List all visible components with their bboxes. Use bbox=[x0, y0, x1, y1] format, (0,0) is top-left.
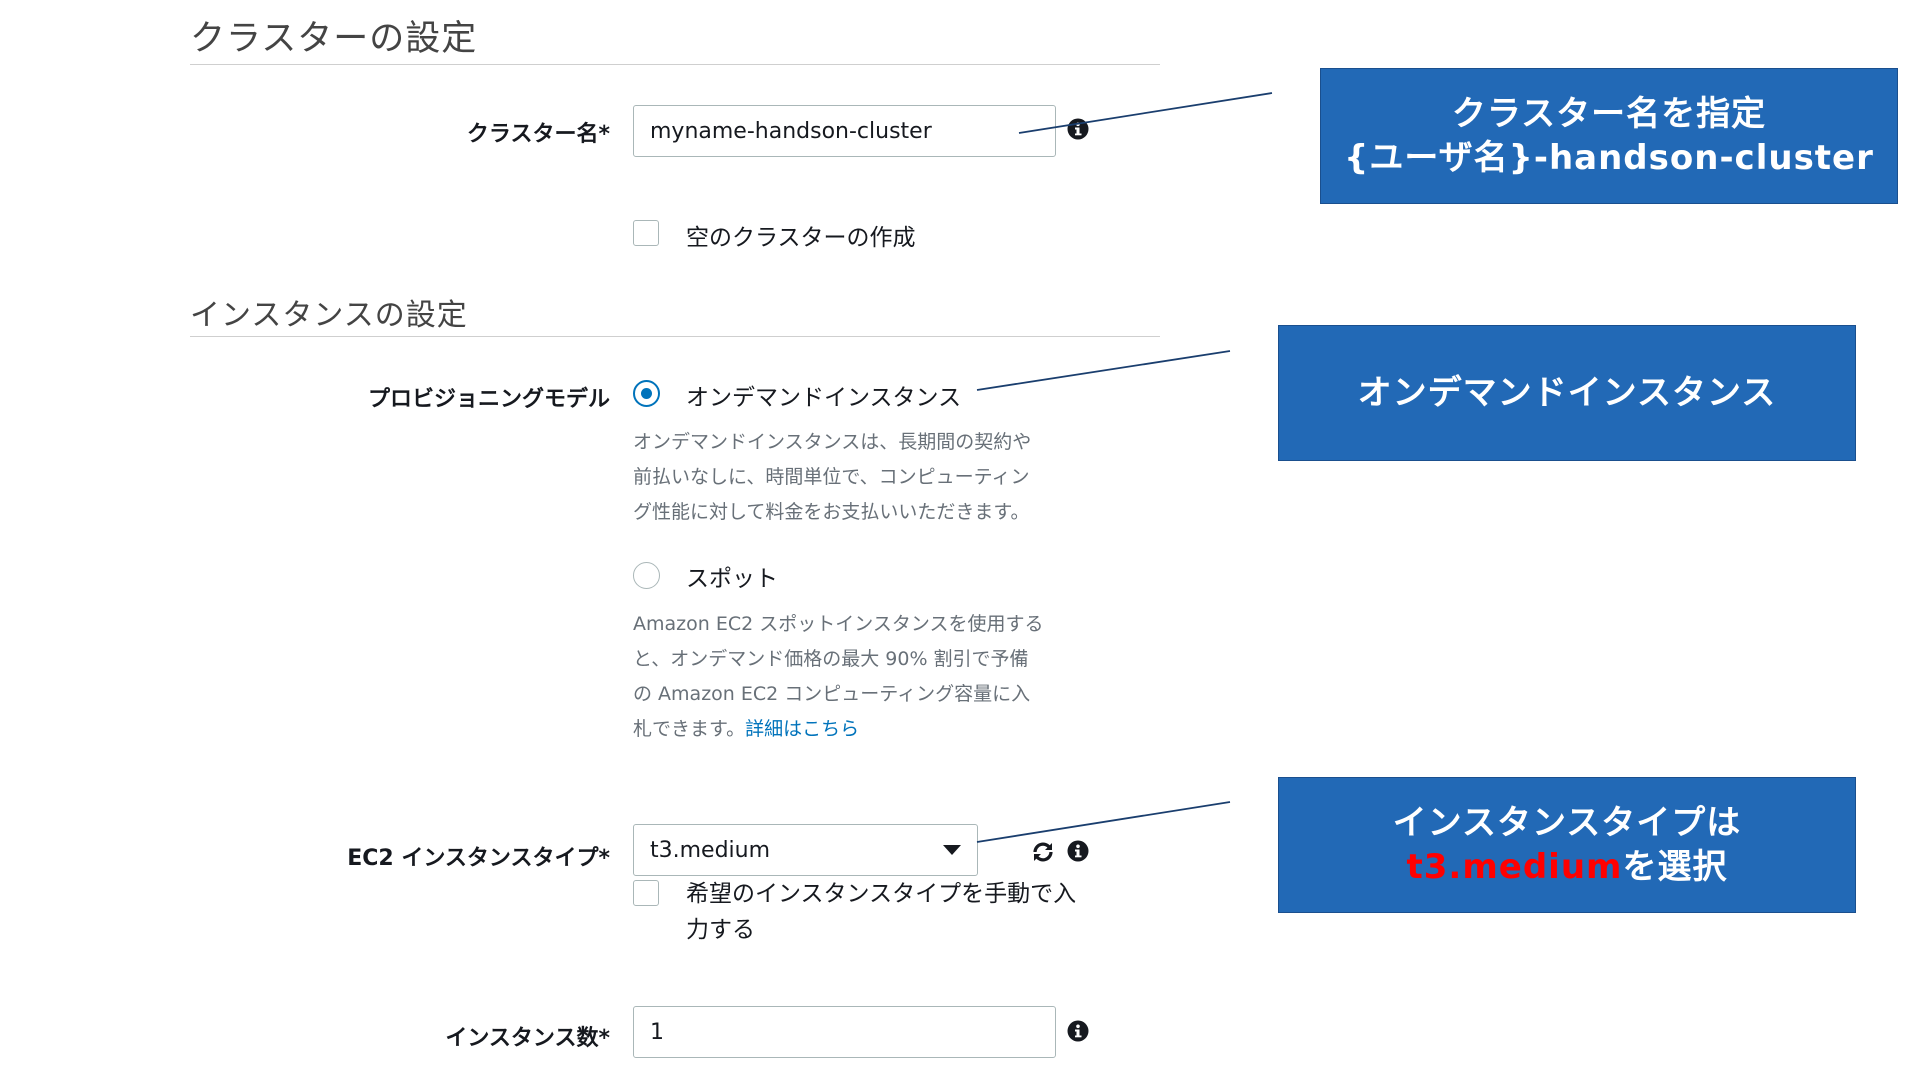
ondemand-description: オンデマンドインスタンスは、長期間の契約や 前払いなしに、時間単位で、コンピュー… bbox=[633, 431, 1032, 523]
cluster-name-input[interactable]: myname-handson-cluster bbox=[633, 105, 1056, 157]
instance-type-info-icon[interactable] bbox=[1067, 840, 1089, 866]
cluster-settings-title: クラスターの設定 bbox=[190, 19, 478, 59]
callout-ondemand: オンデマンドインスタンス bbox=[1278, 325, 1856, 461]
learn-more-link[interactable]: 詳細はこちら bbox=[745, 718, 860, 740]
ondemand-label: オンデマンドインスタンス bbox=[686, 385, 962, 411]
instance-type-value: t3.medium bbox=[650, 837, 771, 863]
callout-cluster-name: クラスター名を指定 {ユーザ名}-handson-cluster bbox=[1320, 68, 1898, 204]
section-divider bbox=[190, 336, 1160, 337]
instance-type-select[interactable]: t3.medium bbox=[633, 824, 978, 876]
empty-cluster-label: 空のクラスターの作成 bbox=[686, 225, 916, 251]
spot-label: スポット bbox=[686, 566, 778, 592]
spot-radio[interactable] bbox=[633, 562, 660, 589]
callout-instance-type: インスタンスタイプは t3.mediumを選択 bbox=[1278, 777, 1856, 913]
cluster-name-label: クラスター名* bbox=[466, 122, 610, 147]
dropdown-arrow-icon bbox=[943, 844, 961, 855]
instance-count-input[interactable]: 1 bbox=[633, 1006, 1056, 1058]
provisioning-model-label: プロビジョニングモデル bbox=[367, 387, 610, 412]
manual-instance-type-checkbox[interactable] bbox=[633, 880, 659, 906]
refresh-icon[interactable] bbox=[1031, 840, 1055, 868]
ondemand-radio[interactable] bbox=[633, 380, 660, 407]
instance-count-info-icon[interactable] bbox=[1067, 1020, 1089, 1046]
instance-count-label: インスタンス数* bbox=[445, 1026, 610, 1051]
spot-description: Amazon EC2 スポットインスタンスを使用する と、オンデマンド価格の最大… bbox=[633, 613, 1044, 740]
section-divider bbox=[190, 64, 1160, 65]
manual-instance-type-label: 希望のインスタンスタイプを手動で入 力する bbox=[686, 881, 1077, 943]
empty-cluster-checkbox[interactable] bbox=[633, 220, 659, 246]
instance-settings-title: インスタンスの設定 bbox=[190, 298, 468, 333]
instance-type-label: EC2 インスタンスタイプ* bbox=[347, 846, 610, 871]
